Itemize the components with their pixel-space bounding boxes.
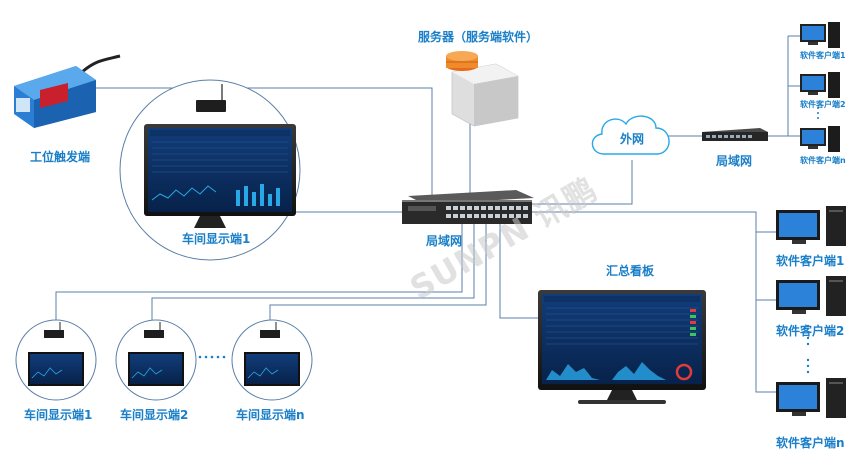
cloud-icon — [591, 115, 670, 155]
line-switch-board — [499, 224, 540, 319]
line-switch-clients — [530, 211, 776, 393]
remote-client-1-label: 软件客户端1 — [800, 51, 846, 60]
client-pc-1-icon — [776, 206, 846, 246]
lan-main-label: 局域网 — [426, 234, 463, 248]
line-switch-display-n — [269, 224, 487, 325]
server-icon — [446, 51, 519, 127]
remote-client-n-label: 软件客户端n — [800, 156, 846, 165]
summary-board-monitor — [538, 290, 706, 404]
core-switch-icon — [402, 190, 534, 224]
dotted-separators — [198, 107, 819, 374]
client-1-label: 软件客户端1 — [776, 254, 845, 268]
server-label: 服务器（服务端软件） — [418, 30, 539, 44]
remote-pc-n-icon — [800, 126, 840, 152]
client-n-label: 软件客户端n — [776, 436, 845, 450]
bottom-display-1-label: 车间显示端1 — [24, 408, 93, 422]
remote-switch-icon — [702, 128, 768, 141]
workshop-display-1-label: 车间显示端1 — [182, 232, 251, 246]
bottom-display-1-node — [15, 319, 97, 401]
client-2-label: 软件客户端2 — [776, 324, 845, 338]
sensor-label: 工位触发端 — [30, 150, 91, 164]
lan-remote-label: 局域网 — [716, 154, 753, 168]
bottom-display-n-label: 车间显示端n — [236, 408, 305, 422]
line-switch-wan — [530, 160, 633, 205]
workshop-display-1-monitor — [144, 84, 296, 228]
sensor-device-icon — [14, 54, 121, 128]
wan-label: 外网 — [620, 132, 645, 146]
bottom-display-n-node — [231, 319, 313, 401]
remote-pc-2-icon — [800, 72, 840, 98]
summary-board-label: 汇总看板 — [606, 264, 655, 278]
remote-pc-1-icon — [800, 22, 840, 48]
line-switch-display-2 — [151, 224, 475, 325]
bottom-display-2-label: 车间显示端2 — [120, 408, 189, 422]
client-pc-2-icon — [776, 276, 846, 316]
client-pc-n-icon — [776, 378, 846, 418]
bottom-display-2-node — [115, 319, 197, 401]
remote-client-2-label: 软件客户端2 — [800, 100, 846, 109]
line-switch-display-1b — [55, 224, 463, 325]
connection-lines — [55, 35, 800, 393]
